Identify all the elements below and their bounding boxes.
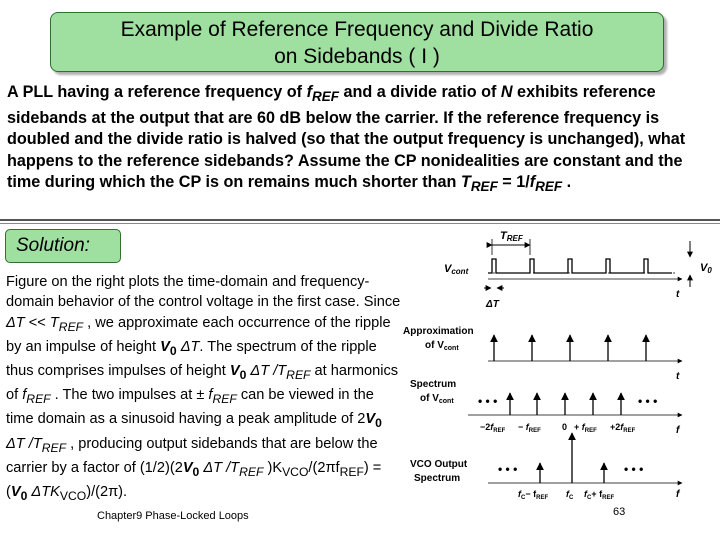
slide-title-line-2: on Sidebands ( I ) <box>274 45 440 68</box>
vcont-label: Vcont <box>444 263 469 276</box>
divider-line-thin <box>0 223 720 224</box>
dt-label: ΔT <box>485 299 500 310</box>
subscript: REF <box>286 367 311 382</box>
subscript: 0 <box>239 367 247 382</box>
problem-statement: A PLL having a reference frequency of fR… <box>7 82 713 198</box>
slide-title-line-1: Example of Reference Frequency and Divid… <box>120 18 594 41</box>
text-seg: V <box>160 338 170 355</box>
spectrum-label-2: of Vcont <box>420 393 454 405</box>
symbol-t: T <box>460 173 471 192</box>
text-seg: ΔT /T <box>246 363 287 379</box>
vco-impulses <box>536 432 608 483</box>
subscript: 0 <box>20 488 28 503</box>
slide-title-box: Example of Reference Frequency and Divid… <box>50 12 664 72</box>
text-seg: ) = ( <box>6 459 382 501</box>
text-seg: /(2πf <box>308 459 340 476</box>
problem-text: A PLL having a reference frequency of <box>7 83 307 101</box>
subscript: 0 <box>375 416 382 431</box>
text-seg: at harmonics of <box>6 363 399 404</box>
spectrum-dots-left: • • • <box>478 394 497 408</box>
tick-zero: 0 <box>562 422 567 432</box>
text-seg: ΔT /T <box>6 435 42 452</box>
approx-label-2: of Vcont <box>425 340 459 352</box>
symbol-f: f <box>306 83 312 101</box>
text-seg: ΔT /T <box>199 459 240 476</box>
t-axis-label: t <box>676 289 680 300</box>
text-seg: T <box>49 314 59 331</box>
divider-line <box>0 219 720 221</box>
tick-fc-minus: fC− fREF <box>518 489 548 501</box>
vco-spectrum-label-2: Spectrum <box>414 473 460 484</box>
tick-pos1: + fREF <box>574 422 597 434</box>
problem-text: = 1/ <box>497 173 530 192</box>
footer-page-number: 63 <box>613 506 626 518</box>
text-seg: Figure on the right plots the time-domai… <box>6 274 401 311</box>
problem-text: and a divide ratio of <box>338 83 501 101</box>
tick-fc: fC <box>566 489 574 501</box>
spectrum-label: Spectrum <box>410 379 456 390</box>
tref-label: TREF <box>500 230 524 243</box>
subscript: REF <box>535 179 563 195</box>
text-seg: , producing output sidebands that are be… <box>6 435 378 476</box>
vco-spectrum-label: VCO Output <box>410 459 468 470</box>
footer-chapter: Chapter9 Phase-Locked Loops <box>97 510 249 522</box>
v0-label: V0 <box>700 262 712 275</box>
spectrum-dots-right: • • • <box>638 394 657 408</box>
subscript: REF <box>339 464 364 479</box>
subscript: 0 <box>192 464 200 479</box>
symbol-f: f <box>529 173 536 192</box>
approx-label: Approximation <box>403 326 474 337</box>
subscript: REF <box>470 179 498 195</box>
solution-label-box: Solution: <box>5 229 121 263</box>
text-seg: V <box>10 484 21 501</box>
subscript: REF <box>239 464 264 479</box>
text-seg: f <box>208 387 213 404</box>
tick-pos2: +2fREF <box>610 422 636 434</box>
spectrum-tick-labels: −2fREF − fREF 0 + fREF +2fREF <box>480 422 636 434</box>
text-seg: f <box>22 387 27 404</box>
text-seg: V <box>365 411 376 428</box>
vco-dots-right: • • • <box>624 462 643 476</box>
solution-label: Solution: <box>16 235 90 256</box>
problem-text: . <box>562 173 572 192</box>
text-seg: << <box>24 314 50 331</box>
vco-dots-left: • • • <box>498 462 517 476</box>
text-seg: . The spectrum of the ripple thus compri… <box>6 338 377 379</box>
tick-neg2: −2fREF <box>480 422 506 434</box>
symbol-n: N <box>500 83 513 101</box>
f-axis-label: f <box>676 489 681 500</box>
text-seg: )K <box>263 459 283 476</box>
tick-fc-plus: fC+ fREF <box>584 489 614 501</box>
spectrum-impulses <box>506 392 625 415</box>
subscript: VCO <box>282 464 309 479</box>
pll-ripple-figure: TREF Vcont V0 t ΔT Approximation of Vcon… <box>403 230 712 501</box>
text-seg: ΔT <box>6 314 25 331</box>
f-axis-label: f <box>676 425 681 436</box>
approx-impulses <box>490 334 650 361</box>
text-seg: , we approximate each occurrence of the … <box>6 314 391 355</box>
vcont-waveform <box>488 258 672 274</box>
subscript: REF <box>26 392 51 407</box>
text-seg: can be viewed in the time domain as a si… <box>6 387 374 428</box>
text-seg: ΔT <box>176 338 200 355</box>
subscript: REF <box>58 319 84 334</box>
subscript: REF <box>41 440 67 455</box>
text-seg: V <box>182 459 193 476</box>
text-seg: )/(2π). <box>86 484 128 501</box>
subscript: REF <box>311 89 339 105</box>
subscript: REF <box>212 392 237 407</box>
t-axis-label: t <box>676 371 680 382</box>
text-seg: . The two impulses at ± <box>50 387 209 404</box>
subscript: VCO <box>59 488 87 503</box>
vco-tick-labels: fC− fREF fC fC+ fREF <box>518 489 614 501</box>
tick-neg1: − fREF <box>518 422 541 434</box>
text-seg: V <box>229 363 240 379</box>
problem-text: exhibits reference sidebands at the outp… <box>7 83 686 192</box>
subscript: 0 <box>169 343 177 358</box>
text-seg: ΔTK <box>27 484 60 501</box>
solution-text: Figure on the right plots the time-domai… <box>6 272 402 506</box>
